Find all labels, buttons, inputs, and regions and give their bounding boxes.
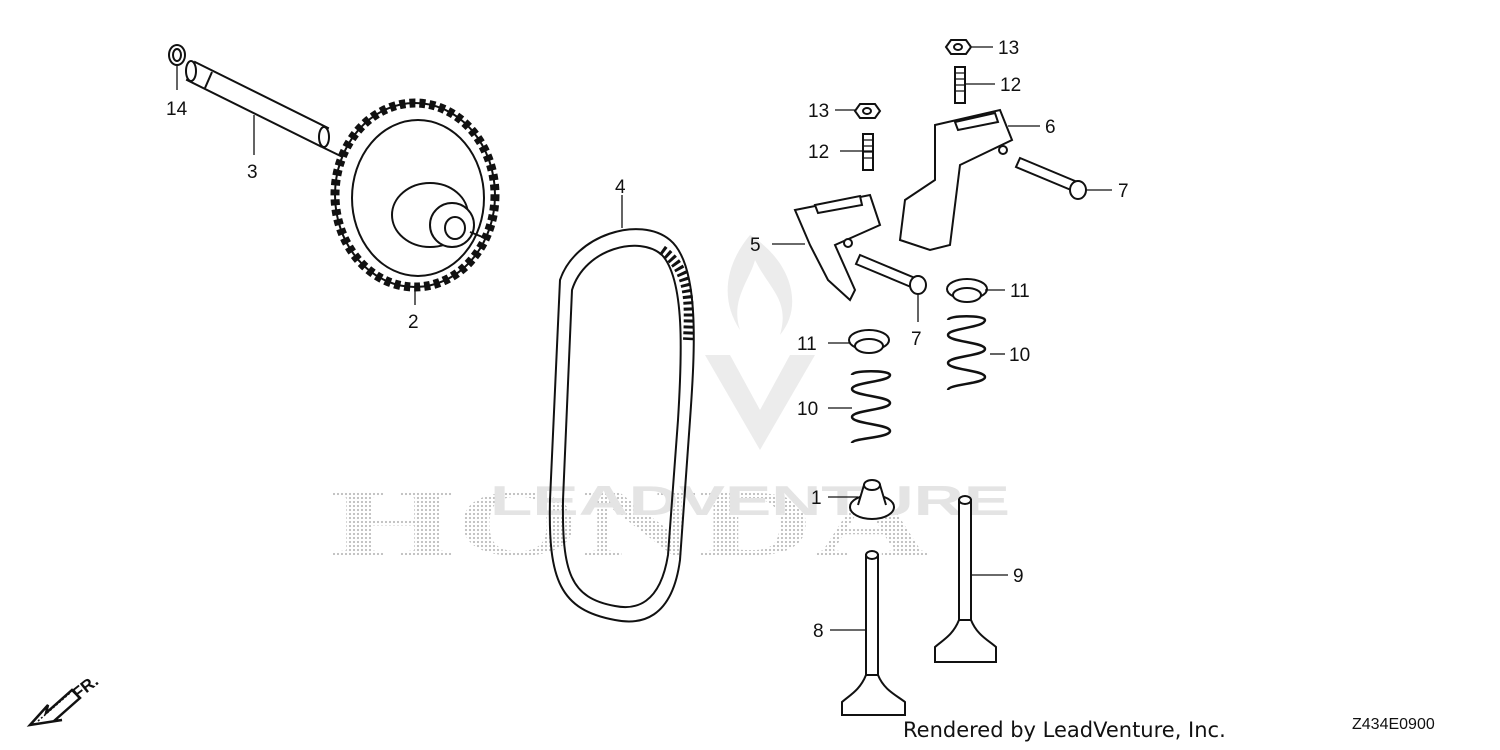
front-direction-indicator: FR. — [26, 671, 102, 727]
callout-11-right: 11 — [1010, 281, 1030, 302]
leader-lines — [176, 46, 1112, 631]
callout-6: 6 — [1045, 117, 1056, 138]
callout-7-lower: 7 — [911, 329, 922, 350]
part-12-stud — [862, 66, 966, 171]
part-10-valve-spring — [850, 315, 987, 445]
callouts: 14 3 2 4 5 6 7 7 11 11 10 10 12 12 13 13… — [166, 38, 1129, 642]
part-8-valve — [841, 550, 906, 716]
part-1-stem-seal — [849, 479, 895, 520]
watermark: HONDA LEADVENTURE — [330, 235, 1010, 576]
part-9-valve — [934, 495, 997, 663]
part-4-timing-belt — [548, 228, 695, 623]
callout-10-left: 10 — [797, 399, 818, 420]
part-6-rocker-arm — [898, 108, 1014, 252]
part-3-camshaft — [185, 60, 356, 164]
callout-9: 9 — [1013, 566, 1024, 587]
callout-12-right: 12 — [1000, 75, 1021, 96]
part-5-rocker-arm — [793, 193, 882, 302]
callout-8: 8 — [813, 621, 824, 642]
callout-11-left: 11 — [797, 334, 817, 355]
callout-1: 1 — [811, 488, 822, 509]
callout-14: 14 — [166, 99, 188, 120]
part-7-pivot-bolt — [854, 156, 1087, 295]
callout-7-right: 7 — [1118, 181, 1129, 202]
part-2-cam-pulley — [330, 98, 500, 292]
callout-10-right: 10 — [1009, 345, 1030, 366]
part-13-nut — [853, 39, 973, 119]
watermark-overlay: LEADVENTURE — [490, 477, 1010, 524]
part-14-clip — [168, 44, 186, 66]
part-11-spring-retainer — [848, 278, 988, 354]
diagram-code: Z434E0900 — [1352, 716, 1435, 733]
callout-13-right: 13 — [998, 38, 1019, 59]
front-arrow-icon — [26, 688, 82, 727]
watermark-logo-icon — [705, 235, 815, 450]
callout-12-left: 12 — [808, 142, 829, 163]
render-credit: Rendered by LeadVenture, Inc. — [903, 718, 1226, 742]
callout-13-left: 13 — [808, 101, 829, 122]
callout-5: 5 — [750, 235, 761, 256]
callout-4: 4 — [615, 177, 626, 198]
callout-3: 3 — [247, 162, 258, 183]
callout-2: 2 — [408, 312, 419, 333]
watermark-brand: HONDA — [330, 470, 930, 576]
